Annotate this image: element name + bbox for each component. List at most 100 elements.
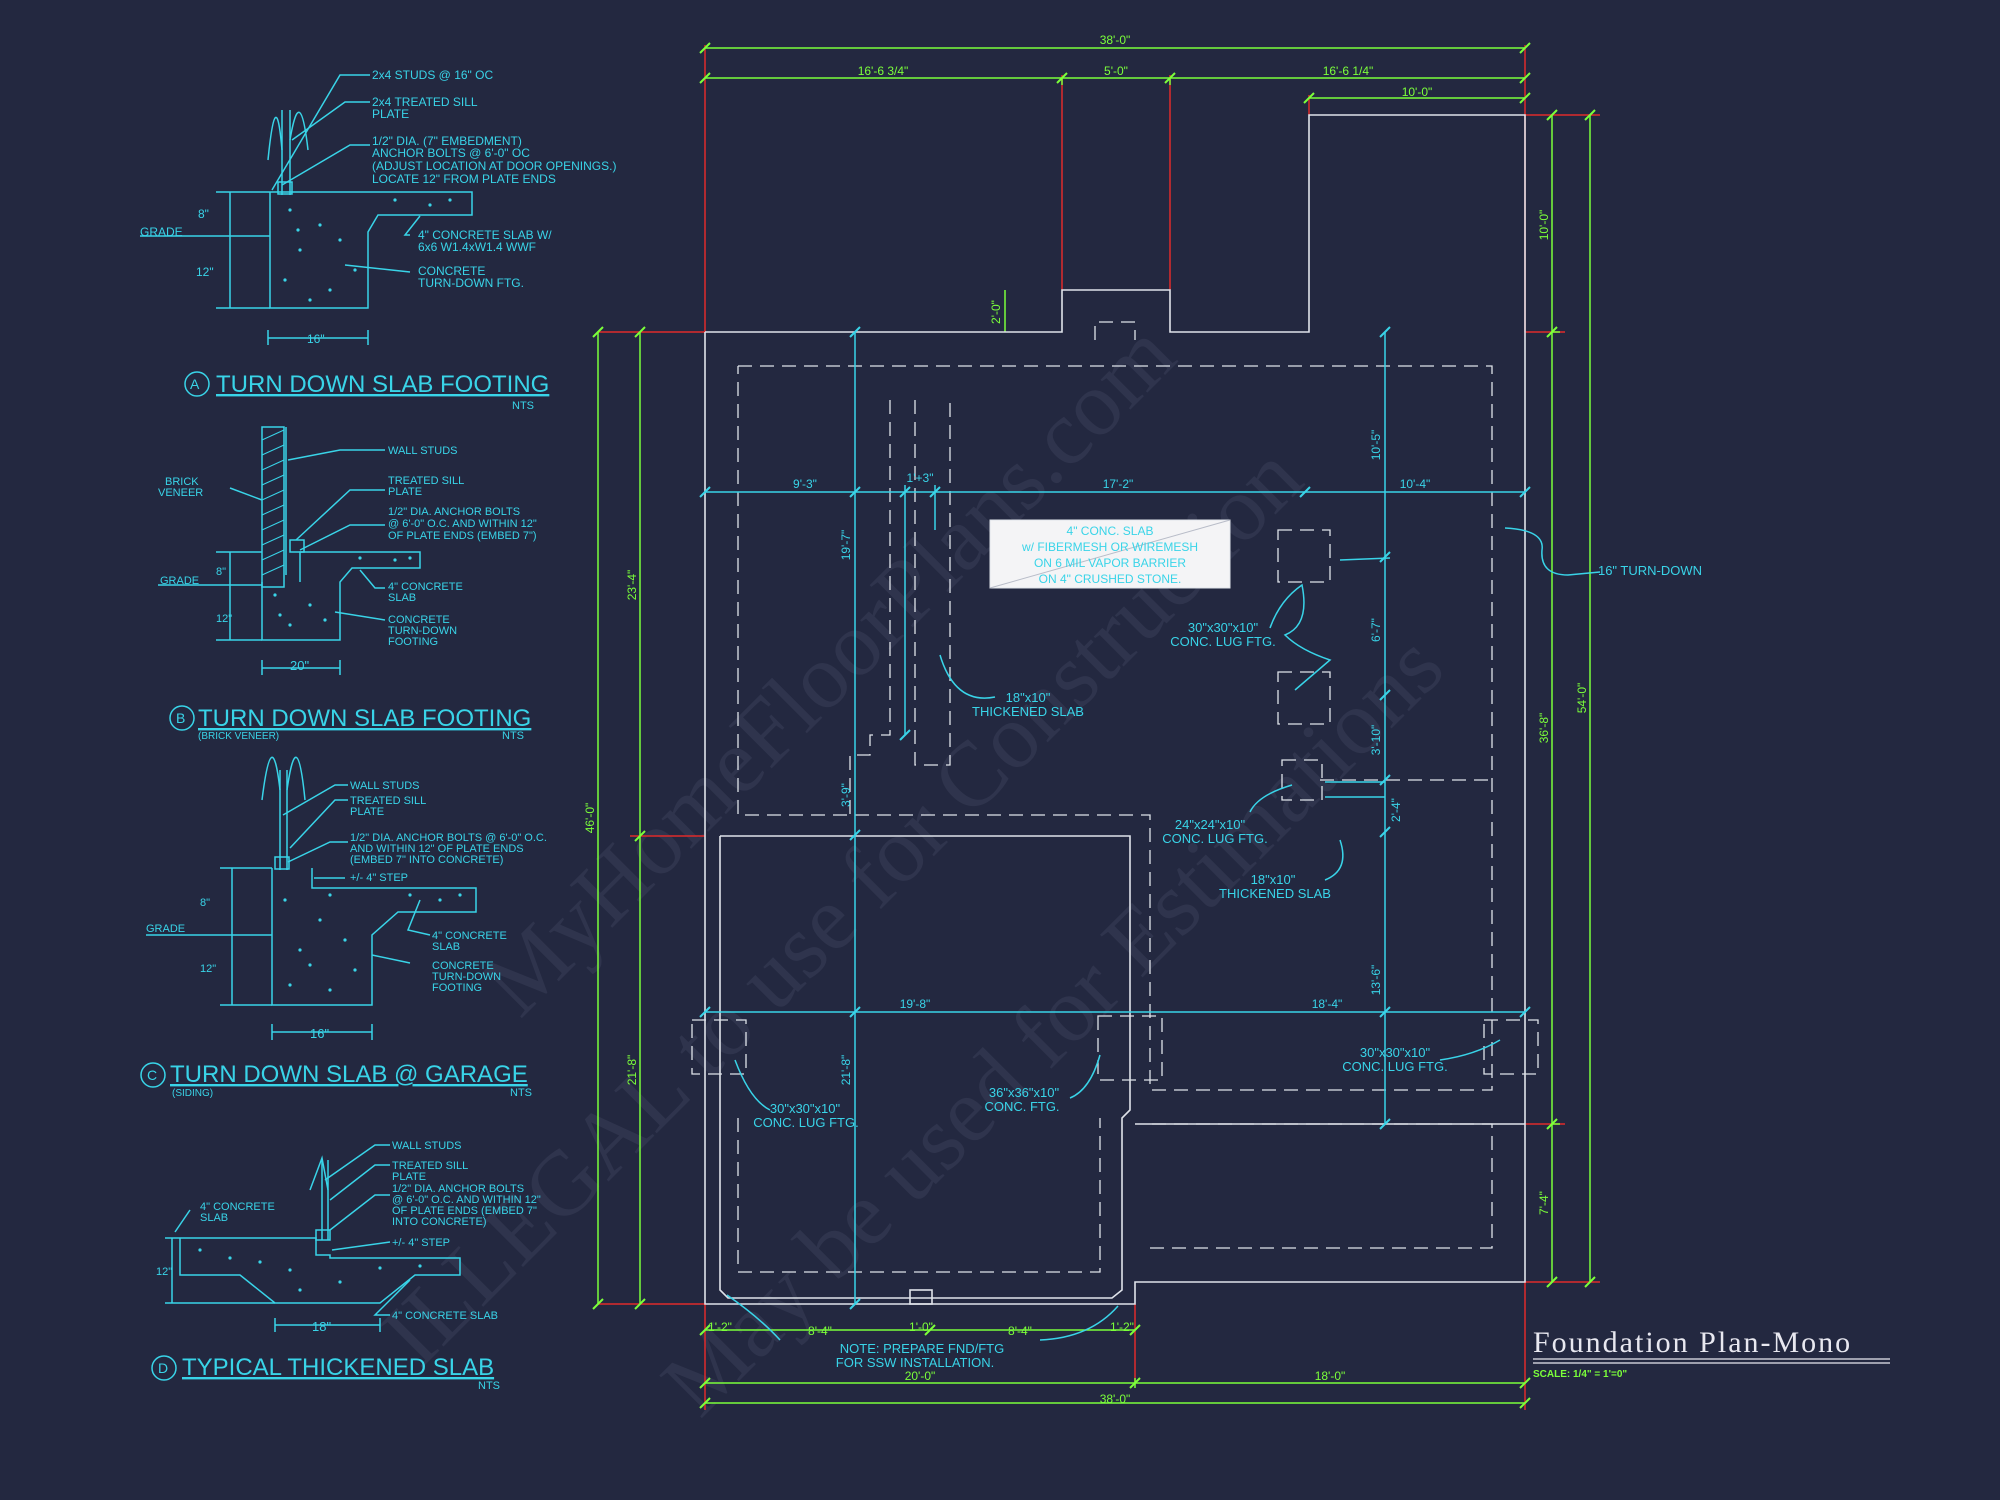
svg-text:8": 8" xyxy=(216,566,226,578)
svg-text:7'-4": 7'-4" xyxy=(1537,1191,1551,1215)
svg-text:NTS: NTS xyxy=(478,1380,500,1392)
svg-text:GRADE: GRADE xyxy=(146,923,185,935)
svg-text:1'+3": 1'+3" xyxy=(907,471,934,485)
svg-text:19'-8": 19'-8" xyxy=(900,997,931,1011)
svg-text:TREATED SILL: TREATED SILL xyxy=(392,1160,468,1172)
detail-d-title: TYPICAL THICKENED SLAB xyxy=(182,1354,494,1381)
svg-text:TREATED SILL: TREATED SILL xyxy=(388,475,464,487)
svg-text:PLATE: PLATE xyxy=(392,1171,426,1183)
plan-extension-lines xyxy=(598,45,1600,1410)
svg-text:6x6 W1.4xW1.4 WWF: 6x6 W1.4xW1.4 WWF xyxy=(418,240,536,254)
svg-text:WALL STUDS: WALL STUDS xyxy=(388,445,457,457)
svg-text:+/- 4" STEP: +/- 4" STEP xyxy=(392,1237,450,1249)
svg-text:16'-6 1/4": 16'-6 1/4" xyxy=(1323,64,1374,78)
plan-callouts-text: 30"x30"x10" CONC. LUG FTG. 24"x24"x10" C… xyxy=(753,563,1702,1370)
plan-title: Foundation Plan-Mono xyxy=(1533,1326,1852,1359)
svg-text:10'-0": 10'-0" xyxy=(1537,210,1551,241)
detail-c-text: WALL STUDS TREATED SILL PLATE 1/2" DIA. … xyxy=(146,780,547,1099)
svg-text:1/2" DIA. ANCHOR BOLTS: 1/2" DIA. ANCHOR BOLTS xyxy=(388,506,520,518)
plan-interior-dims-text: 9'-3" 1'+3" 17'-2" 10'-4" 19'-7" 3'-9" 2… xyxy=(793,430,1430,1086)
svg-text:w/ FIBERMESH OR WIREMESH: w/ FIBERMESH OR WIREMESH xyxy=(1021,540,1198,554)
svg-text:1/2" DIA. (7" EMBEDMENT): 1/2" DIA. (7" EMBEDMENT) xyxy=(372,134,522,148)
svg-text:20'-0": 20'-0" xyxy=(905,1369,936,1383)
svg-text:@ 6'-0" O.C. AND WITHIN 12": @ 6'-0" O.C. AND WITHIN 12" xyxy=(388,518,537,530)
svg-text:16'-6 3/4": 16'-6 3/4" xyxy=(858,64,909,78)
svg-text:TURN-DOWN FTG.: TURN-DOWN FTG. xyxy=(418,276,524,290)
svg-text:NTS: NTS xyxy=(502,730,524,742)
detail-a xyxy=(140,74,473,397)
svg-text:AND WITHIN 12" OF PLATE ENDS: AND WITHIN 12" OF PLATE ENDS xyxy=(350,843,524,855)
svg-text:INTO CONCRETE): INTO CONCRETE) xyxy=(392,1216,487,1228)
svg-text:TURN-DOWN: TURN-DOWN xyxy=(388,625,457,637)
svg-text:1'-0": 1'-0" xyxy=(909,1320,933,1334)
plan-interior-dims xyxy=(705,332,1601,1341)
svg-text:2x4 TREATED SILL: 2x4 TREATED SILL xyxy=(372,95,478,109)
svg-text:CONC. LUG FTG.: CONC. LUG FTG. xyxy=(753,1115,858,1130)
svg-text:PLATE: PLATE xyxy=(372,107,409,121)
svg-text:10'-5": 10'-5" xyxy=(1369,430,1383,461)
svg-text:PLATE: PLATE xyxy=(388,486,422,498)
svg-text:PLATE: PLATE xyxy=(350,806,384,818)
svg-text:4" CONCRETE SLAB W/: 4" CONCRETE SLAB W/ xyxy=(418,228,552,242)
svg-text:12": 12" xyxy=(156,1266,172,1278)
garage-inner-outline xyxy=(719,835,1131,1299)
svg-text:NTS: NTS xyxy=(510,1087,532,1099)
svg-text:10'-0": 10'-0" xyxy=(1402,85,1433,99)
svg-text:36'-8": 36'-8" xyxy=(1537,713,1551,744)
svg-text:FOR SSW INSTALLATION.: FOR SSW INSTALLATION. xyxy=(836,1355,994,1370)
svg-text:GRADE: GRADE xyxy=(160,575,199,587)
svg-text:2'-0": 2'-0" xyxy=(989,300,1003,324)
svg-text:10'-4": 10'-4" xyxy=(1400,477,1431,491)
svg-text:CONC. LUG FTG.: CONC. LUG FTG. xyxy=(1162,831,1267,846)
svg-text:(EMBED 7" INTO CONCRETE): (EMBED 7" INTO CONCRETE) xyxy=(350,854,503,866)
svg-text:30"x30"x10": 30"x30"x10" xyxy=(770,1101,841,1116)
svg-text:A: A xyxy=(190,376,200,392)
ftg-5 xyxy=(1097,1015,1163,1081)
svg-text:46'-0": 46'-0" xyxy=(583,803,597,834)
svg-text:30"x30"x10": 30"x30"x10" xyxy=(1360,1045,1431,1060)
svg-text:54'-0": 54'-0" xyxy=(1575,683,1589,714)
detail-d xyxy=(151,1144,461,1381)
plan-top-dims-text: 38'-0" 16'-6 3/4" 5'-0" 16'-6 1/4" 10'-0… xyxy=(858,33,1433,324)
svg-text:9'-3": 9'-3" xyxy=(793,477,817,491)
svg-text:1/2" DIA. ANCHOR BOLTS: 1/2" DIA. ANCHOR BOLTS xyxy=(392,1183,524,1195)
svg-text:18'-4": 18'-4" xyxy=(1312,997,1343,1011)
detail-b-title: TURN DOWN SLAB FOOTING xyxy=(198,705,531,732)
detail-b xyxy=(158,426,421,731)
svg-text:(BRICK VENEER): (BRICK VENEER) xyxy=(198,731,279,742)
svg-text:BRICK: BRICK xyxy=(165,476,199,488)
detail-a-text: 2x4 STUDS @ 16" OC 2x4 TREATED SILL PLAT… xyxy=(140,68,616,412)
svg-text:D: D xyxy=(158,1360,168,1376)
svg-text:WALL STUDS: WALL STUDS xyxy=(392,1140,461,1152)
svg-text:1'-2": 1'-2" xyxy=(1110,1320,1134,1334)
svg-text:ON 4" CRUSHED STONE.: ON 4" CRUSHED STONE. xyxy=(1039,572,1182,586)
svg-text:18": 18" xyxy=(312,1319,331,1334)
svg-text:20": 20" xyxy=(290,658,309,673)
ssw-box xyxy=(909,1289,933,1305)
detail-d-dots xyxy=(198,1248,422,1292)
svg-text:8'-4": 8'-4" xyxy=(1008,1324,1032,1338)
svg-text:1'-2": 1'-2" xyxy=(708,1320,732,1334)
lug-ftg-6 xyxy=(1483,1019,1539,1075)
svg-text:CONC. FTG.: CONC. FTG. xyxy=(984,1099,1059,1114)
svg-text:1/2" DIA. ANCHOR BOLTS @ 6'-0": 1/2" DIA. ANCHOR BOLTS @ 6'-0" O.C. xyxy=(350,832,547,844)
svg-text:GRADE: GRADE xyxy=(140,225,183,239)
foundation-outline xyxy=(704,114,1526,1305)
plan-bottom-dims-text: 1'-2" 8'-4" 1'-0" 8'-4" 1'-2" 20'-0" 18'… xyxy=(708,1320,1345,1406)
svg-text:3'-10": 3'-10" xyxy=(1369,725,1383,756)
svg-text:ON 6 MIL VAPOR BARRIER: ON 6 MIL VAPOR BARRIER xyxy=(1034,556,1186,570)
svg-text:38'-0": 38'-0" xyxy=(1100,1392,1131,1406)
svg-text:3'-9": 3'-9" xyxy=(839,783,853,807)
svg-text:18'-0": 18'-0" xyxy=(1315,1369,1346,1383)
detail-c-title: TURN DOWN SLAB @ GARAGE xyxy=(170,1061,528,1088)
svg-text:TURN-DOWN: TURN-DOWN xyxy=(432,971,501,983)
svg-text:4" CONCRETE: 4" CONCRETE xyxy=(388,581,463,593)
svg-text:23'-4": 23'-4" xyxy=(625,570,639,601)
detail-c-dots xyxy=(283,893,462,992)
svg-text:5'-0": 5'-0" xyxy=(1104,64,1128,78)
svg-text:OF PLATE ENDS (EMBED 7": OF PLATE ENDS (EMBED 7" xyxy=(392,1205,537,1217)
svg-text:13'-6": 13'-6" xyxy=(1369,965,1383,996)
svg-text:NTS: NTS xyxy=(512,400,534,412)
svg-text:SLAB: SLAB xyxy=(432,941,460,953)
